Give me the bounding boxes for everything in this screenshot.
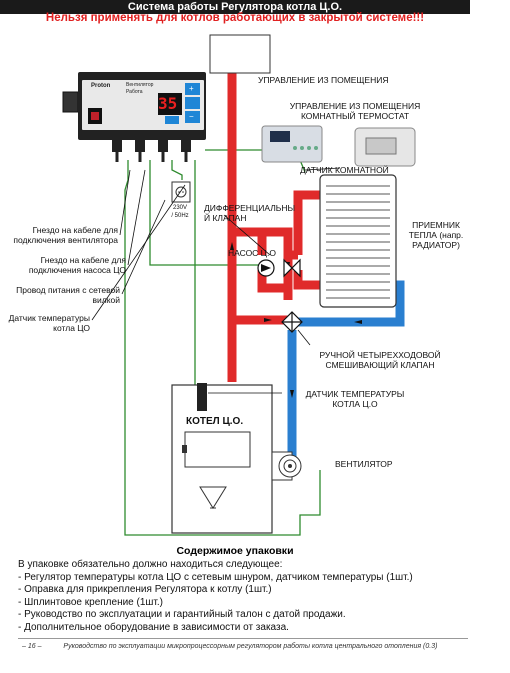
differential-valve-symbol: [283, 258, 301, 278]
pointer-lines: [91, 167, 341, 394]
power-socket: [171, 181, 191, 203]
label-boiler: КОТЕЛ Ц.О.: [186, 416, 244, 427]
label-diff-valve-1: ДИФФЕРЕНЦИАЛЬНЫ: [204, 203, 296, 213]
packaging-item: - Дополнительное оборудование в зависимо…: [18, 621, 289, 633]
room-control-box: [209, 34, 271, 74]
packaging-item: - Руководство по эксплуатации и гарантий…: [18, 609, 346, 621]
controller-device: [62, 72, 206, 162]
label-room-sensor: ДАТЧИК КОМНАТНОЙ: [300, 165, 389, 175]
label-room-control-thermostat-2: КОМНАТНЫЙ ТЕРМОСТАТ: [300, 111, 410, 121]
mixing-valve-symbol: [281, 311, 303, 333]
label-fan-socket-2: подключения вентилятора: [13, 235, 118, 245]
packaging-item: - Регулятор температуры котла ЦО с сетев…: [18, 571, 413, 583]
label-pump-socket-2: подключения насоса ЦО: [28, 265, 126, 275]
label-room-control-thermostat-1: УПРАВЛЕНИЕ ИЗ ПОМЕЩЕНИЯ: [289, 101, 421, 111]
packaging-item: - Оправка для прикрепления Регулятора к …: [18, 584, 272, 596]
footer-text: Руководство по эксплуатации микропроцесс…: [63, 643, 438, 650]
label-radiator-2: ТЕПЛА (напр.: [408, 230, 464, 240]
controller-option-work: Работа: [126, 89, 143, 95]
label-radiator-3: РАДИАТОР): [412, 240, 460, 250]
label-power-1: Провод питания с сетевой: [16, 285, 120, 295]
controller-plus-button[interactable]: +: [189, 84, 194, 93]
controller-option-fan: Вентилятор: [126, 82, 154, 88]
label-voltage-2: / 50Hz: [171, 213, 189, 219]
label-pump-socket-1: Гнездо на кабеле для: [40, 255, 126, 265]
label-boiler-sensor-2: КОТЛА Ц.О: [332, 399, 378, 409]
page-footer: – 16 – Руководство по эксплуатации микро…: [22, 643, 437, 650]
label-diff-valve-2: Й КЛАПАН: [204, 213, 247, 223]
thermostat-devices: [261, 125, 416, 167]
pump-symbol: [257, 259, 275, 277]
label-temp-sensor-2: котла ЦО: [53, 323, 90, 333]
label-fan-socket-1: Гнездо на кабеле для: [32, 225, 118, 235]
boiler: [171, 383, 273, 534]
radiator: [319, 174, 397, 308]
label-power-2: вилкой: [92, 295, 120, 305]
footer-divider: [18, 638, 468, 639]
page-header: Система работы Регулятора котла Ц.О.: [0, 0, 470, 14]
label-pump: НАСОС Ц.О: [228, 248, 276, 258]
packaging-intro: В упаковке обязательно должно находиться…: [18, 559, 283, 570]
label-radiator-1: ПРИЕМНИК: [412, 220, 460, 230]
controller-display: 35: [158, 94, 178, 113]
packaging-list: В упаковке обязательно должно находиться…: [18, 559, 413, 635]
packaging-item: - Шплинтовое крепление (1шт.): [18, 596, 164, 608]
controller-brand: Proton: [91, 83, 111, 89]
fan-symbol: [271, 451, 302, 481]
label-temp-sensor-1: Датчик температуры: [8, 313, 90, 323]
label-voltage-1: 230V: [172, 205, 187, 211]
warning-text: Нельзя применять для котлов работающих в…: [45, 12, 425, 24]
page-number: – 16 –: [22, 643, 42, 650]
packaging-title: Содержимое упаковки: [176, 545, 294, 557]
label-mixing-valve-2: СМЕШИВАЮЩИЙ КЛАПАН: [325, 360, 435, 370]
label-mixing-valve-1: РУЧНОЙ ЧЕТЫРЕХХОДОВОЙ: [319, 350, 441, 360]
label-fan: ВЕНТИЛЯТОР: [335, 459, 393, 469]
return-pipe: [282, 280, 405, 470]
label-room-control: УПРАВЛЕНИЕ ИЗ ПОМЕЩЕНИЯ: [258, 75, 389, 85]
label-boiler-sensor-1: ДАТЧИК ТЕМПЕРАТУРЫ: [305, 389, 405, 399]
controller-minus-button[interactable]: −: [189, 112, 194, 121]
